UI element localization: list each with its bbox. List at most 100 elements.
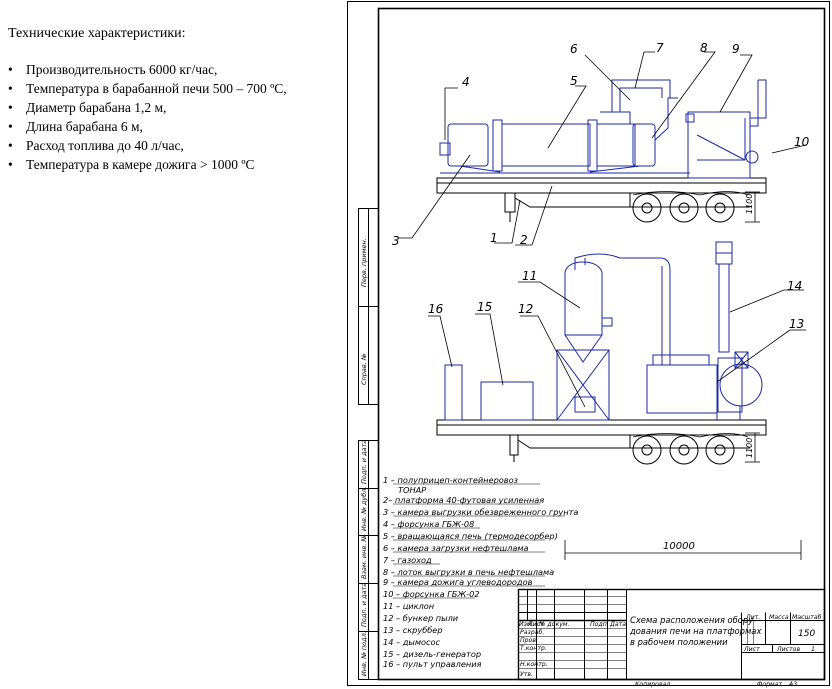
drum-ring [587, 119, 598, 172]
wheel [632, 435, 662, 465]
dust-hopper [574, 396, 596, 413]
callout-7: 7 [656, 41, 664, 55]
callout-15: 15 [477, 300, 492, 314]
platform-bottom [436, 419, 767, 436]
spec-item: Диаметр барабана 1,2 м, [8, 98, 348, 117]
cyclone-cone [564, 334, 603, 363]
callout-12: 12 [518, 302, 533, 316]
legend-item: 7 – газоход [383, 555, 432, 565]
technical-specs: Технические характеристики: Производител… [8, 26, 348, 174]
spec-item: Расход топлива до 40 л/час, [8, 136, 348, 155]
stamp-mass-label: Масса [769, 614, 789, 621]
legend: 1 – полуприцеп-контейнеровоз ТОНАР 2– пл… [383, 475, 578, 669]
legend-item: 3 – камера выгрузки обезвреженного грунт… [383, 507, 578, 517]
callout-13: 13 [789, 317, 804, 331]
callout-1: 1 [490, 231, 498, 245]
side-label: Инв. № дубл. [360, 487, 368, 531]
sheet-outer-border [347, 1, 830, 686]
loading-chute [654, 97, 678, 141]
side-label: Справ. № [360, 353, 368, 385]
stamp-copied-label: Копировал [635, 681, 670, 688]
side-label: Взам. инв. № [360, 535, 368, 579]
unload-chamber [447, 123, 489, 167]
stamp-col-header: Дата [609, 621, 626, 628]
legend-item: 6 – камера загрузки нефтешлама [383, 543, 529, 553]
wheel [705, 435, 735, 465]
drum-end [596, 123, 636, 167]
specs-list: Производительность 6000 кг/час, Температ… [8, 60, 348, 174]
stamp-col-header: Изм. [519, 621, 534, 628]
callout-11: 11 [522, 269, 537, 283]
callout-2: 2 [520, 233, 528, 247]
scrubber [646, 364, 718, 414]
legend-item: 1 – полуприцеп-контейнеровоз [383, 475, 518, 485]
callout-8: 8 [700, 41, 708, 55]
side-label: Перв. примен. [360, 238, 368, 287]
gas-duct [611, 79, 671, 112]
legend-item: 13 – скруббер [383, 625, 443, 635]
legend-item: 14 – дымосос [383, 637, 441, 647]
afterburner-chamber [687, 111, 751, 179]
dimension-height: 1100 [745, 194, 754, 214]
stamp-sheets-value: 1 [811, 646, 815, 653]
stamp-row-label: Утв. [520, 671, 533, 678]
burner-gbzh08 [439, 142, 451, 156]
stamp-row-label: Разраб. [520, 628, 544, 636]
dimension-height: 1100 [745, 438, 754, 458]
spec-item: Температура в камере дожига > 1000 ºС [8, 155, 348, 174]
stamp-format-value: А3 [788, 681, 797, 688]
stamp-col-header: № докум. [538, 621, 570, 628]
bottom-trailer: 1100 [436, 241, 767, 465]
callout-16: 16 [428, 302, 444, 316]
callout-14: 14 [787, 279, 802, 293]
stamp-col-header: Лист [527, 621, 544, 628]
callout-4: 4 [462, 75, 470, 89]
legend-item: 15 – дизель-генератор [383, 649, 481, 659]
legend-item: ТОНАР [398, 485, 426, 495]
stamp-row-label: Т.контр. [520, 645, 547, 652]
legend-item: 5 – вращающаяся печь (термодесорбер) [383, 531, 558, 541]
stamp-sheet-label: Лист [743, 646, 760, 653]
loading-chamber [632, 123, 656, 167]
stamp-title-line: дования печи на платформах [629, 626, 762, 636]
stack [718, 263, 730, 353]
legend-item: 4 – форсунка ГБЖ-08 [383, 519, 474, 529]
stamp-row-label: Н.контр. [520, 661, 548, 668]
legend-item: 10 – форсунка ГБЖ-02 [383, 589, 480, 599]
wheel [705, 193, 735, 223]
wheel [632, 193, 662, 223]
control-panel [444, 364, 463, 421]
side-columns [358, 208, 379, 680]
wheel [669, 193, 699, 223]
side-label: Подп. и дата [360, 440, 368, 484]
callout-5: 5 [570, 74, 578, 88]
smoke-exhauster [719, 363, 763, 407]
top-trailer: 1100 [436, 79, 767, 223]
legend-item: 9 – камера дожига углеводородов [383, 577, 533, 587]
spec-item: Температура в барабанной печи 500 – 700 … [8, 79, 348, 98]
wheel [669, 435, 699, 465]
exhauster-housing [717, 357, 743, 413]
dimension-length: 10000 [663, 541, 695, 552]
callout-6: 6 [570, 42, 578, 56]
side-label: Инв. № подл. [360, 631, 368, 676]
cyclone [564, 261, 603, 336]
legend-item: 12 – бункер пыли [383, 613, 459, 623]
stamp-format-label: Формат [757, 681, 782, 688]
title-block [517, 588, 826, 681]
side-label: Подп. и дата [360, 583, 368, 627]
stamp-col-header: Подп. [590, 621, 609, 628]
platform-top [436, 177, 767, 194]
callout-10: 10 [794, 135, 810, 149]
stamp-sheets-label: Листов [776, 646, 800, 653]
stamp-scale-value: 150 [798, 629, 815, 639]
stamp-lit-label: Лит. [745, 614, 760, 621]
spec-item: Производительность 6000 кг/час, [8, 60, 348, 79]
callout-3: 3 [392, 234, 400, 248]
legend-item: 8 – лоток выгрузки в печь нефтешлама [383, 567, 554, 577]
drum-ring [492, 119, 503, 172]
stamp-scale-label: Масштаб [792, 613, 822, 621]
rotary-kiln [501, 123, 591, 167]
specs-title: Технические характеристики: [8, 26, 186, 41]
